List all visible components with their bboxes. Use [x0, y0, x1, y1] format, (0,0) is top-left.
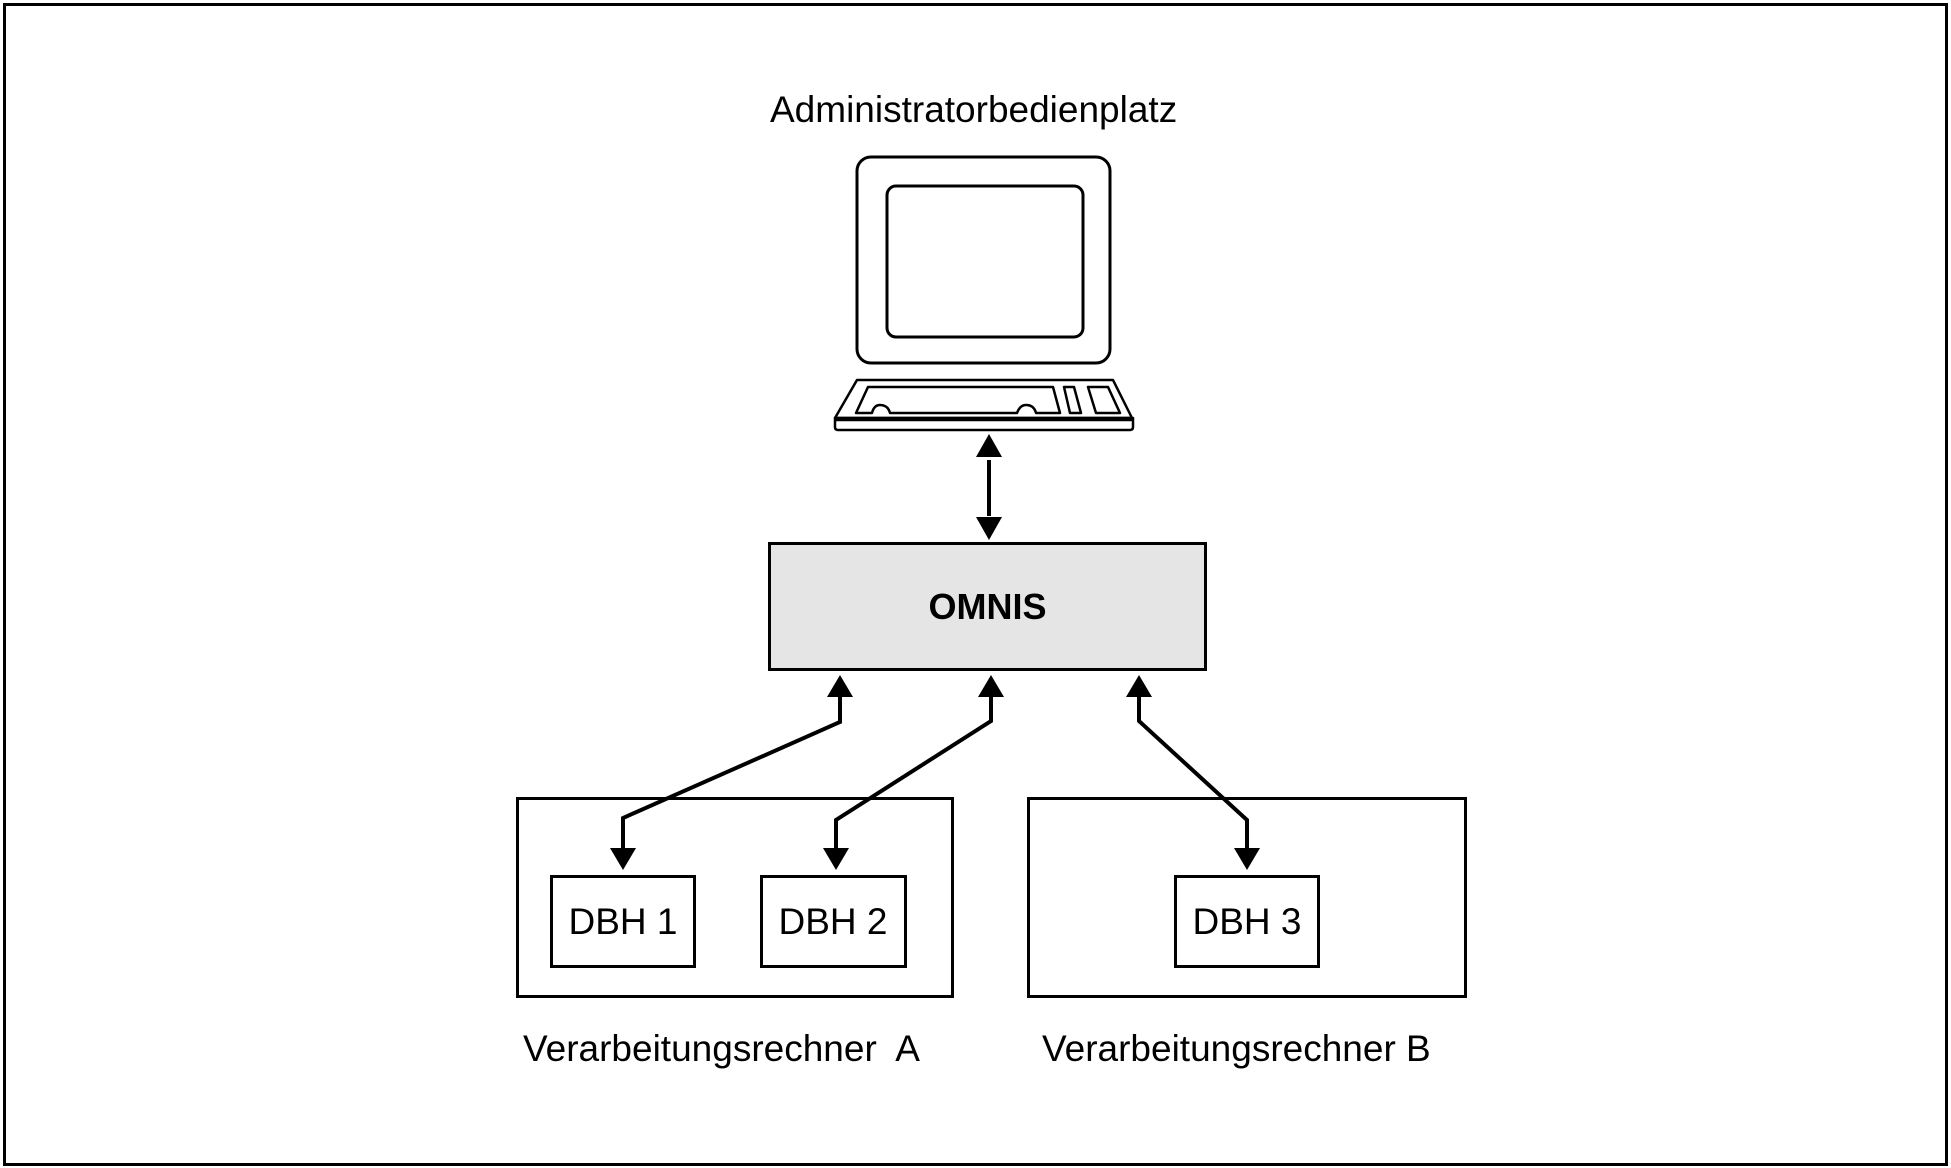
arrowhead-up [978, 675, 1004, 697]
dbh2-label: DBH 2 [778, 900, 888, 942]
dbh3-label: DBH 3 [1192, 900, 1302, 942]
workstation-label: Administratorbedienplatz [770, 89, 1178, 130]
dbh3-box [1174, 875, 1320, 968]
arrowhead-down [823, 848, 849, 870]
omnis-box [768, 542, 1207, 671]
connection-omnis-dbh3 [1126, 675, 1260, 870]
monitor-icon [855, 155, 1112, 365]
arrowhead-up [1126, 675, 1152, 697]
arrowhead-down [976, 517, 1002, 540]
dbh2-box [760, 875, 907, 968]
connection-omnis-dbh1 [610, 675, 853, 870]
host-a-box [516, 797, 954, 998]
omnis-label: OMNIS [928, 585, 1047, 627]
dbh1-box [550, 875, 696, 968]
host-a-label: Verarbeitungsrechner A [523, 1028, 920, 1069]
host-b-label: Verarbeitungsrechner B [1042, 1028, 1431, 1069]
computer-terminal-icon [833, 155, 1135, 432]
arrowhead-down [1234, 848, 1260, 870]
arrowhead-up [976, 434, 1002, 457]
arrowhead-down [610, 848, 636, 870]
dbh1-label: DBH 1 [568, 900, 678, 942]
keyboard-icon [833, 378, 1135, 432]
connection-omnis-dbh2 [823, 675, 1004, 870]
host-b-box [1027, 797, 1467, 998]
arrowhead-up [827, 675, 853, 697]
